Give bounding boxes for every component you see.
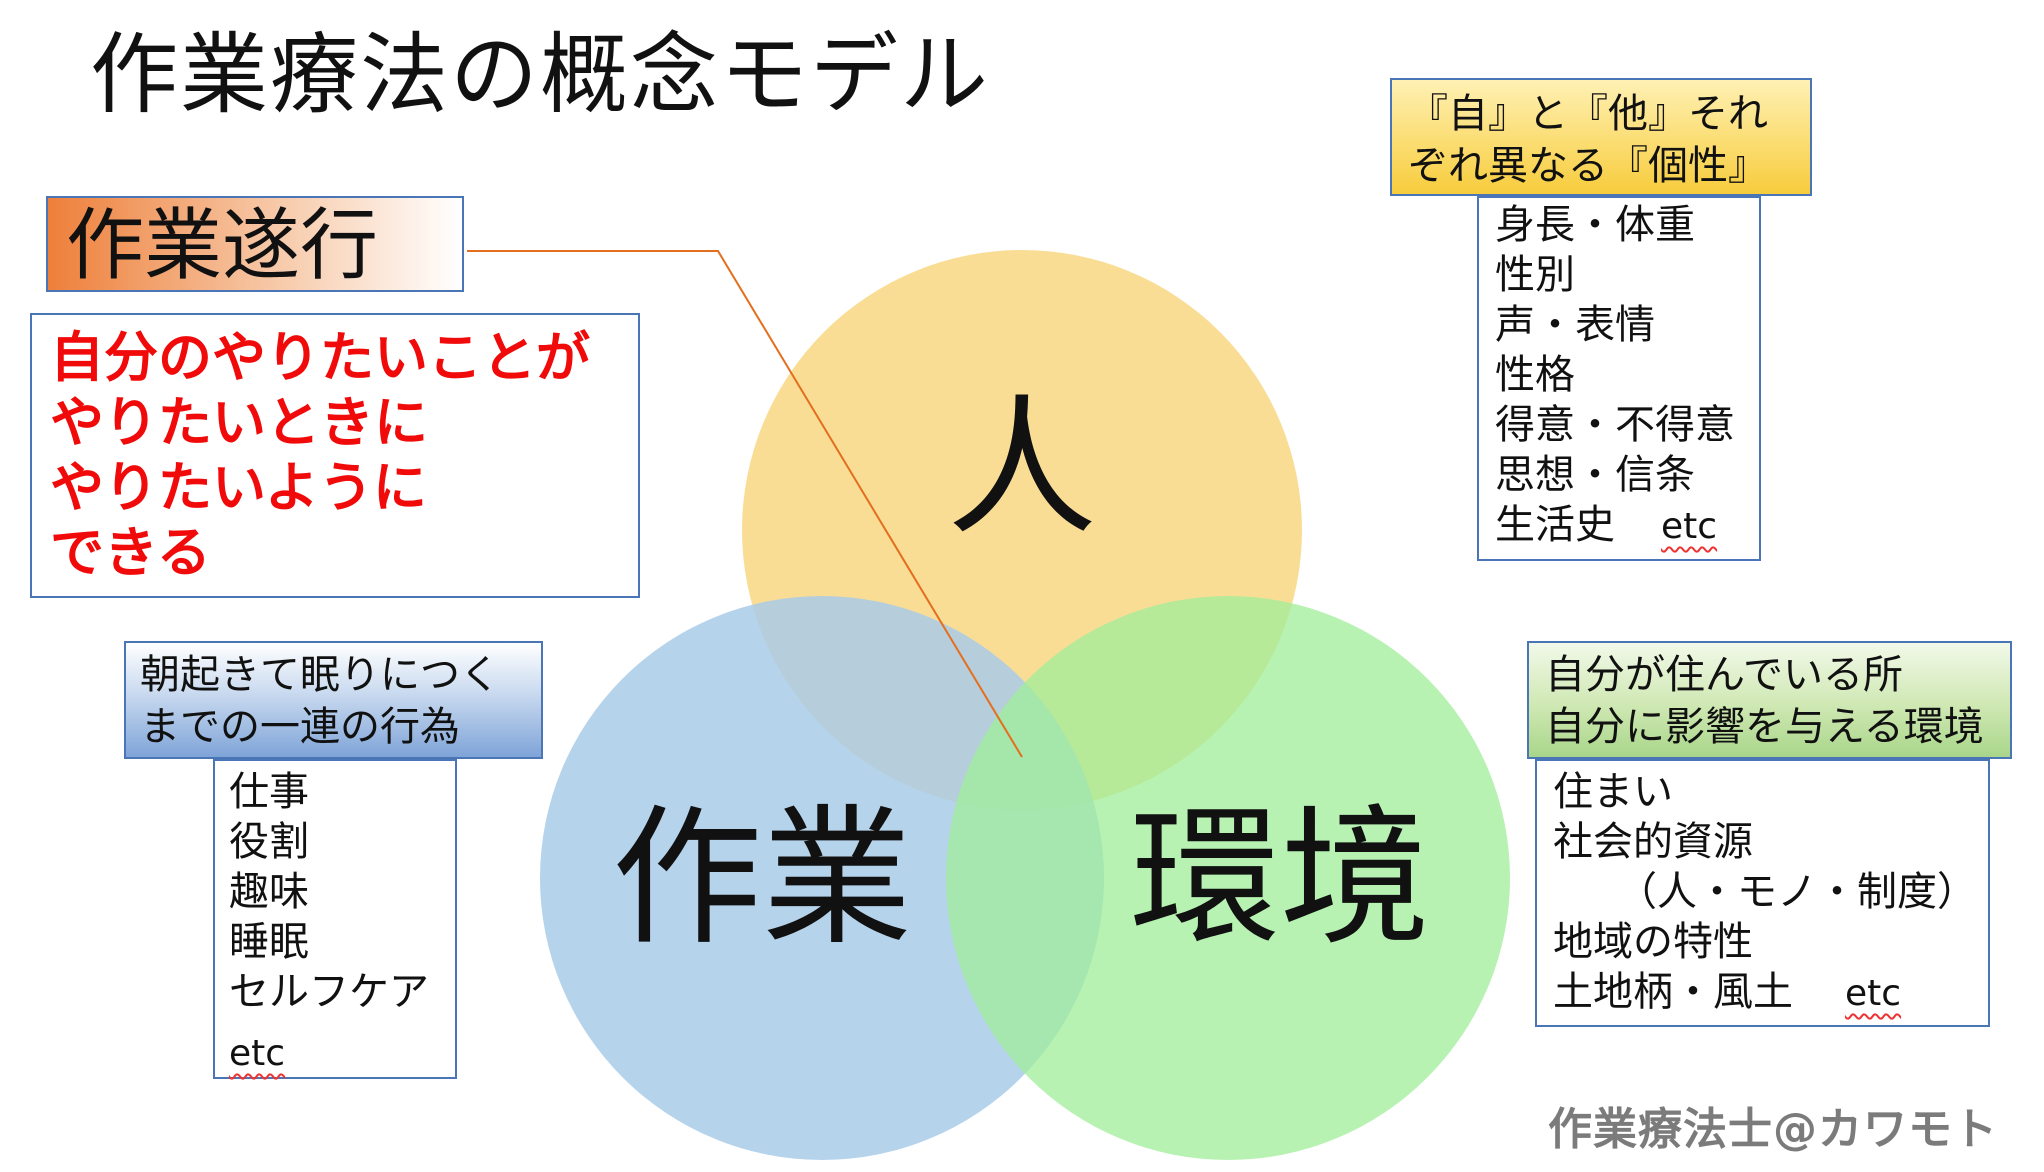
list-item: （人・モノ・制度）: [1617, 869, 1977, 915]
person-heading-line: ぞれ異なる『個性』: [1408, 143, 1768, 189]
list-item: 声・表情: [1495, 302, 1655, 348]
work-heading-line: 朝起きて眠りにつく: [140, 652, 500, 698]
list-item: 役割: [229, 819, 309, 865]
etc-label: etc: [1845, 973, 1902, 1014]
circle-environment: [946, 596, 1510, 1160]
occupational-performance-heading: 作業遂行: [46, 196, 464, 292]
author-watermark: 作業療法士@カワモト: [1548, 1104, 1998, 1155]
circle-label-person: 人: [947, 382, 1097, 556]
circle-label-environment: 環境: [1130, 792, 1430, 966]
person-heading-box: 『自』と『他』それ ぞれ異なる『個性』: [1390, 78, 1812, 196]
list-item: 土地柄・風土 etc: [1553, 967, 1988, 1019]
list-item: 身長・体重: [1495, 202, 1695, 248]
list-item: 生活史 etc: [1495, 500, 1759, 552]
person-heading-line: 『自』と『他』それ: [1408, 91, 1768, 137]
list-item: セルフケア: [229, 969, 429, 1015]
description-line: できる: [50, 521, 211, 584]
list-item-text: 土地柄・風土: [1553, 969, 1793, 1015]
list-item: 社会的資源: [1553, 819, 1753, 865]
etc-label: etc: [229, 1033, 286, 1074]
list-item-text: 生活史: [1495, 502, 1615, 548]
occupational-performance-description: 自分のやりたいことが やりたいときに やりたいように できる: [30, 313, 640, 598]
list-item: 仕事: [229, 769, 309, 815]
page-title: 作業療法の概念モデル: [90, 23, 991, 126]
description-line: やりたいときに: [50, 391, 428, 454]
work-examples-list: 仕事 役割 趣味 睡眠 セルフケア etc: [213, 759, 457, 1079]
description-line: やりたいように: [50, 456, 427, 519]
list-item: 住まい: [1553, 769, 1673, 815]
environment-heading-line: 自分が住んでいる所: [1545, 652, 1903, 698]
work-heading-box: 朝起きて眠りにつく までの一連の行為: [124, 641, 543, 759]
list-item: 睡眠: [229, 919, 309, 965]
environment-heading-box: 自分が住んでいる所 自分に影響を与える環境: [1527, 641, 2012, 759]
circle-label-work: 作業: [612, 792, 912, 966]
description-line: 自分のやりたいことが: [50, 326, 590, 389]
etc-label: etc: [1661, 506, 1718, 547]
environment-heading-line: 自分に影響を与える環境: [1545, 704, 1984, 750]
list-item: 得意・不得意: [1495, 402, 1735, 448]
work-heading-line: までの一連の行為: [140, 704, 460, 750]
list-item: 性別: [1495, 252, 1575, 298]
environment-examples-list: 住まい 社会的資源 （人・モノ・制度） 地域の特性 土地柄・風土 etc: [1535, 759, 1990, 1027]
list-item: 思想・信条: [1495, 452, 1695, 498]
list-item: 趣味: [229, 869, 309, 915]
list-item: 性格: [1495, 352, 1575, 398]
circle-work: [540, 596, 1104, 1160]
list-item: 地域の特性: [1553, 919, 1753, 965]
connector-line: [467, 250, 1023, 758]
list-item: etc: [229, 1027, 455, 1079]
person-attributes-list: 身長・体重 性別 声・表情 性格 得意・不得意 思想・信条 生活史 etc: [1477, 196, 1761, 561]
